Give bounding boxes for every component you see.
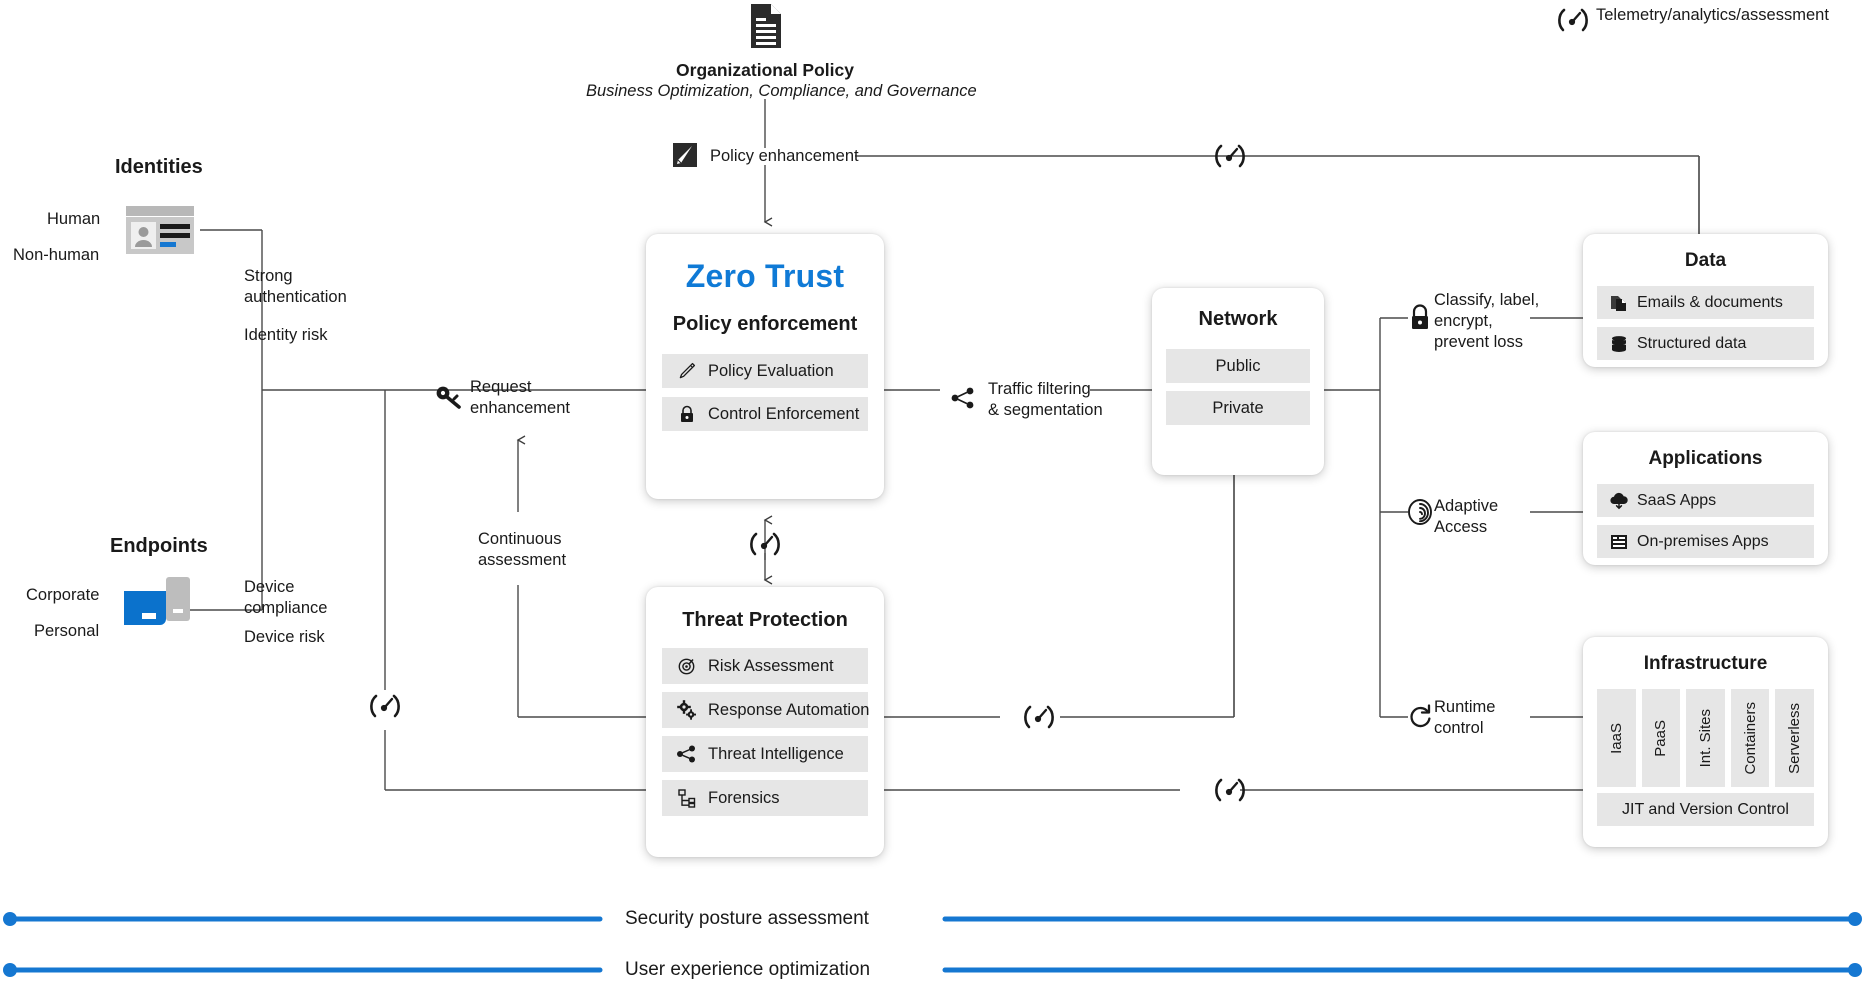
infrastructure-col-containers[interactable]: Containers xyxy=(1730,689,1770,787)
zero-trust-card: Zero Trust Policy enforcement Policy Eva… xyxy=(646,234,884,499)
infrastructure-col-iaas[interactable]: IaaS xyxy=(1597,689,1636,787)
threat-item-forensics[interactable]: Forensics xyxy=(662,780,868,816)
infrastructure-col-serverless[interactable]: Serverless xyxy=(1775,689,1814,787)
threat-item-threat-intelligence[interactable]: Threat Intelligence xyxy=(662,736,868,772)
data-item-structured-data[interactable]: Structured data xyxy=(1597,327,1814,360)
documents-icon xyxy=(1605,293,1633,313)
infrastructure-col-int-sites[interactable]: Int. Sites xyxy=(1686,689,1725,787)
fingerprint-icon xyxy=(1406,497,1434,532)
organizational-policy-title: Organizational Policy xyxy=(676,60,854,80)
threat-protection-card: Threat Protection Risk Assessment xyxy=(646,587,884,857)
data-panel: Data Emails & documents xyxy=(1583,234,1828,367)
identities-title: Identities xyxy=(115,156,203,178)
threat-protection-title: Threat Protection xyxy=(682,609,848,631)
gauge-icon xyxy=(1556,6,1590,39)
endpoints-signal-device-risk: Device risk xyxy=(244,628,325,646)
padlock-icon xyxy=(672,404,702,424)
identities-type-nonhuman: Non-human xyxy=(13,246,100,264)
threat-item-response-automation[interactable]: Response Automation xyxy=(662,692,870,728)
applications-item-label: SaaS Apps xyxy=(1637,491,1717,509)
threat-item-label: Threat Intelligence xyxy=(708,744,844,763)
zero-trust-item-label: Control Enforcement xyxy=(708,404,860,423)
endpoints-type-corporate: Corporate xyxy=(26,586,100,604)
zero-trust-subtitle: Policy enforcement xyxy=(672,313,858,335)
server-icon xyxy=(1605,532,1633,552)
infrastructure-col-label: Serverless xyxy=(1786,702,1804,774)
applications-panel: Applications SaaS Apps xyxy=(1583,432,1828,565)
network-title: Network xyxy=(1198,308,1278,330)
network-item-private[interactable]: Private xyxy=(1166,391,1310,425)
infrastructure-panel-title: Infrastructure xyxy=(1643,653,1768,674)
gauge-icon xyxy=(1213,776,1247,809)
laptop-phone-icon xyxy=(122,575,196,640)
gauge-icon xyxy=(748,530,782,563)
organizational-policy-subtitle: Business Optimization, Compliance, and G… xyxy=(586,82,977,100)
infrastructure-col-label: Int. Sites xyxy=(1696,708,1714,768)
applications-panel-title: Applications xyxy=(1648,448,1763,469)
gears-icon xyxy=(672,699,702,721)
cloud-download-icon xyxy=(1605,491,1633,511)
gauge-icon xyxy=(368,692,402,725)
data-item-label: Structured data xyxy=(1637,334,1747,352)
threat-item-label: Risk Assessment xyxy=(708,656,834,675)
applications-item-saas-apps[interactable]: SaaS Apps xyxy=(1597,484,1814,517)
infrastructure-panel: Infrastructure IaaS PaaS Int. Sites Cont… xyxy=(1583,637,1828,847)
gauge-icon xyxy=(1022,703,1056,736)
identities-signal-strong-authentication: Strong authentication xyxy=(244,267,347,306)
gauge-icon xyxy=(1213,142,1247,175)
adaptive-access-label: Adaptive Access xyxy=(1434,497,1499,536)
identities-signal-identity-risk: Identity risk xyxy=(244,326,328,344)
key-icon xyxy=(435,385,463,414)
infrastructure-col-paas[interactable]: PaaS xyxy=(1641,689,1681,787)
network-item-public[interactable]: Public xyxy=(1166,349,1310,383)
refresh-icon xyxy=(1406,702,1434,735)
share-nodes-icon xyxy=(950,386,978,415)
zero-trust-item-policy-evaluation[interactable]: Policy Evaluation xyxy=(662,354,868,388)
zero-trust-item-control-enforcement[interactable]: Control Enforcement xyxy=(662,397,868,431)
network-item-label: Public xyxy=(1215,356,1261,375)
target-icon xyxy=(672,656,702,676)
data-item-label: Emails & documents xyxy=(1637,293,1783,311)
endpoints-title: Endpoints xyxy=(110,535,208,557)
endpoints-type-personal: Personal xyxy=(34,622,100,640)
endpoints-signal-device-compliance: Device compliance xyxy=(244,578,328,617)
policy-enhancement-label: Policy enhancement xyxy=(710,147,859,165)
threat-item-label: Response Automation xyxy=(708,700,870,719)
database-icon xyxy=(1605,334,1633,354)
threat-item-label: Forensics xyxy=(708,788,780,807)
legend-label: Telemetry/analytics/assessment xyxy=(1596,6,1829,24)
document-icon xyxy=(748,2,784,55)
infrastructure-col-label: PaaS xyxy=(1652,719,1670,757)
data-item-emails-documents[interactable]: Emails & documents xyxy=(1597,286,1814,319)
lock-icon xyxy=(1408,303,1432,338)
network-item-label: Private xyxy=(1212,398,1264,417)
pencil-icon xyxy=(672,361,702,381)
id-badge-icon xyxy=(124,206,196,261)
infrastructure-col-label: Containers xyxy=(1741,701,1759,775)
threat-item-risk-assessment[interactable]: Risk Assessment xyxy=(662,648,868,684)
security-posture-assessment-label: Security posture assessment xyxy=(625,908,869,929)
network-card: Network Public Private xyxy=(1152,288,1324,475)
bottom-bars xyxy=(3,912,1862,977)
identities-type-human: Human xyxy=(47,210,101,228)
infrastructure-col-label: IaaS xyxy=(1607,722,1625,754)
data-panel-title: Data xyxy=(1684,250,1727,271)
continuous-assessment-label: Continuous assessment xyxy=(478,530,567,569)
request-enhancement-label: Request enhancement xyxy=(470,378,570,417)
infrastructure-jit-version-control[interactable]: JIT and Version Control xyxy=(1597,793,1814,826)
applications-item-label: On-premises Apps xyxy=(1637,532,1769,550)
runtime-control-label: Runtime control xyxy=(1434,698,1496,737)
infrastructure-columns: IaaS PaaS Int. Sites Containers Serverle… xyxy=(1597,689,1814,787)
sitemap-icon xyxy=(672,788,702,808)
share-nodes-icon xyxy=(672,744,702,764)
zero-trust-item-label: Policy Evaluation xyxy=(708,361,834,380)
user-experience-optimization-label: User experience optimization xyxy=(625,959,871,980)
classify-label: Classify, label, encrypt, prevent loss xyxy=(1434,291,1540,351)
zero-trust-brand: Zero Trust xyxy=(685,258,845,294)
traffic-filtering-label: Traffic filtering & segmentation xyxy=(988,380,1103,419)
applications-item-on-premises-apps[interactable]: On-premises Apps xyxy=(1597,525,1814,558)
edit-pencil-icon xyxy=(672,142,698,173)
